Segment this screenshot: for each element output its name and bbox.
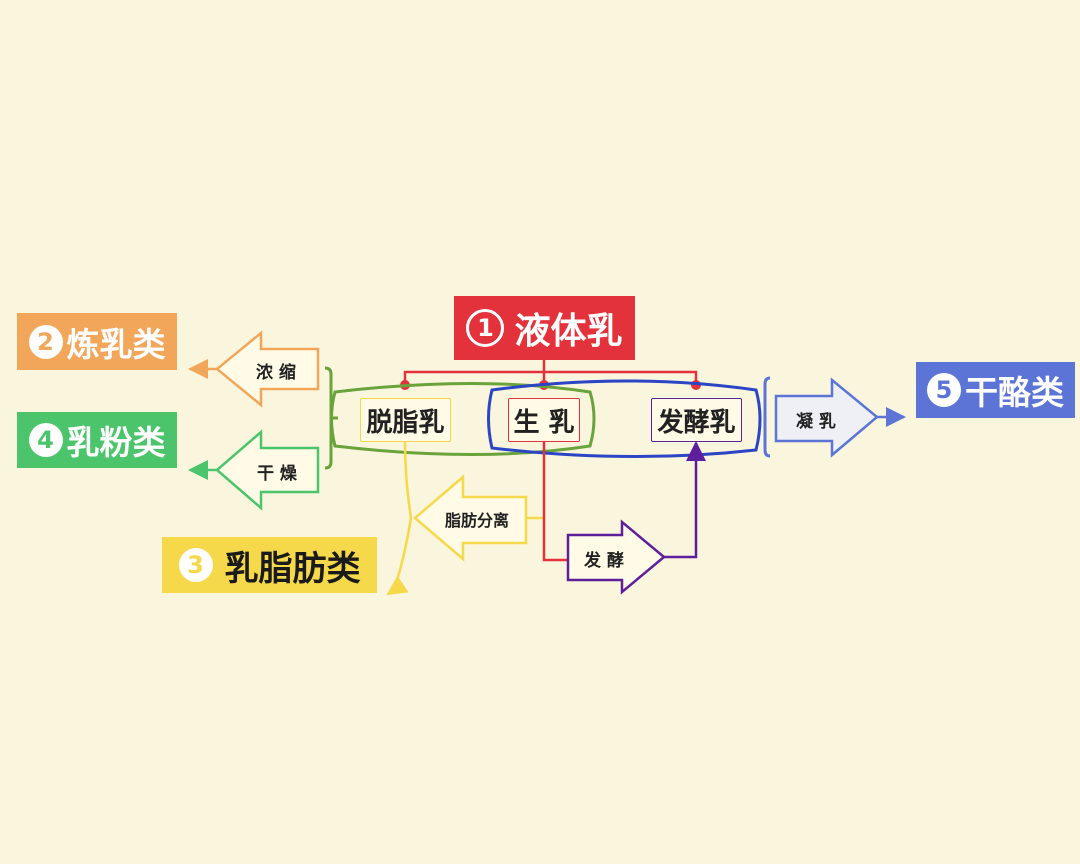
number-4-badge: 4 <box>28 423 63 457</box>
category-fat-label: 乳脂肪类 <box>224 548 361 589</box>
ferment-arrow-shape <box>566 519 666 595</box>
skim-milk-box: 脱脂乳 <box>360 398 451 442</box>
category-milk-fat: 3 乳脂肪类 <box>162 537 377 593</box>
category-condensed-label: 炼乳类 <box>66 324 166 364</box>
concentrate-arrow-shape <box>215 330 320 408</box>
category-condensed-milk: 2 炼乳类 <box>17 313 177 370</box>
category-milk-powder: 4 乳粉类 <box>17 412 177 468</box>
number-5-badge: 5 <box>927 373 961 407</box>
number-2-badge: 2 <box>28 324 63 359</box>
raw-fermented-group-outline <box>487 379 762 459</box>
ferment-return-line <box>664 445 698 559</box>
dry-arrow-shape <box>215 429 320 511</box>
skim-raw-group-outline <box>330 382 596 456</box>
category-liquid-milk: 1 液体乳 <box>454 296 635 360</box>
ferment-label: 发 酵 <box>584 551 624 571</box>
number-1-badge: 1 <box>466 309 505 347</box>
fermented-milk-box: 发酵乳 <box>651 398 742 442</box>
coagulate-label: 凝 乳 <box>796 412 836 432</box>
processing-bracket <box>324 366 338 470</box>
category-liquid-label: 液体乳 <box>514 311 623 352</box>
dry-label: 干 燥 <box>257 464 297 484</box>
raw-to-ferment-line <box>542 442 568 562</box>
category-cheese: 5 干酪类 <box>916 362 1075 418</box>
number-3-badge: 3 <box>178 548 213 582</box>
cheese-bracket <box>763 376 771 458</box>
category-cheese-label: 干酪类 <box>965 373 1064 412</box>
coagulate-arrow-shape <box>774 377 879 458</box>
fat-separation-label: 脂肪分离 <box>445 511 510 530</box>
fat-pointer-arrow <box>386 575 409 596</box>
concentrate-label: 浓 缩 <box>256 363 296 383</box>
category-powder-label: 乳粉类 <box>66 423 166 462</box>
raw-milk-box: 生 乳 <box>508 398 580 442</box>
fat-separation-arrow-shape <box>413 474 528 562</box>
